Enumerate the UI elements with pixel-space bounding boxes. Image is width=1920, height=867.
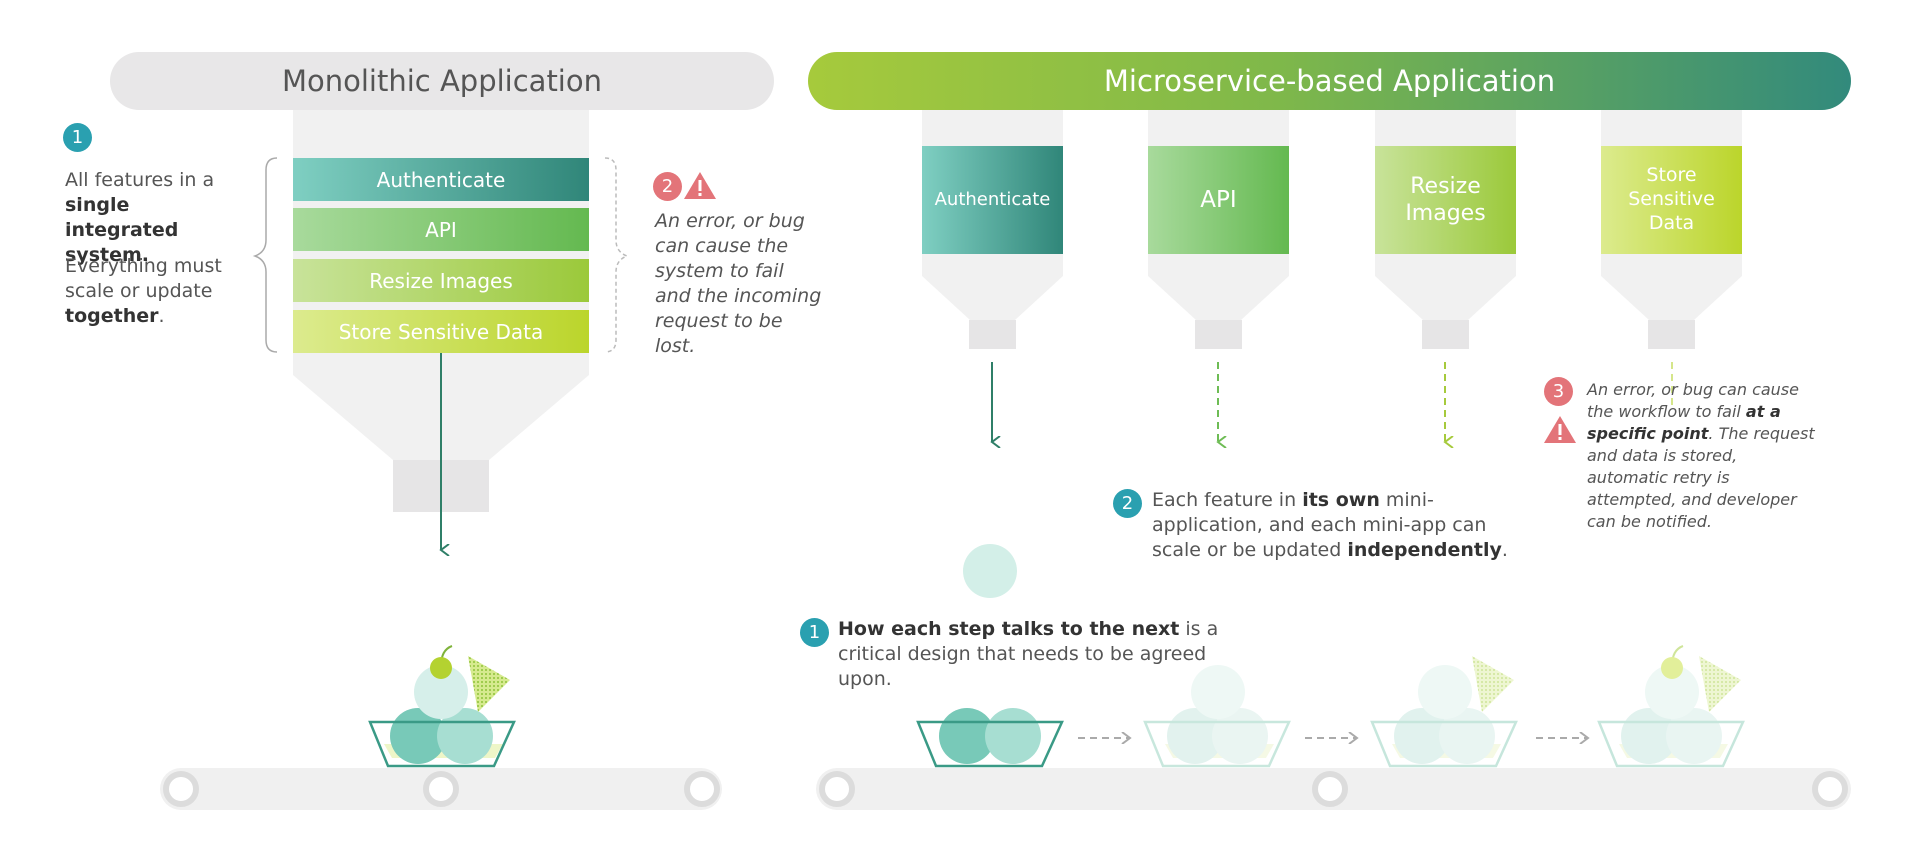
module-api: API bbox=[293, 208, 589, 251]
monolith-title: Monolithic Application bbox=[110, 52, 774, 110]
micro-note-communication: How each step talks to the next is a cri… bbox=[838, 618, 1219, 690]
micro-note-error: An error, or bug can cause the workflow … bbox=[1587, 380, 1815, 531]
step-badge: 1 bbox=[800, 618, 829, 647]
micro-note-independent: Each feature in its own mini-application… bbox=[1152, 489, 1508, 561]
step-badge: 1 bbox=[63, 123, 92, 152]
module-resize-images: Resize Images bbox=[293, 259, 589, 302]
service-authenticate: Authenticate bbox=[922, 146, 1063, 254]
service-resize-images: Resize Images bbox=[1375, 146, 1516, 254]
step-badge: 2 bbox=[653, 172, 682, 201]
step-badge: 2 bbox=[1113, 489, 1142, 518]
service-api: API bbox=[1148, 146, 1289, 254]
monolith-note-features: All features in a single integrated syst… bbox=[65, 169, 215, 266]
step-badge: 3 bbox=[1544, 377, 1573, 406]
module-authenticate: Authenticate bbox=[293, 158, 589, 201]
module-store-sensitive-data: Store Sensitive Data bbox=[293, 310, 589, 353]
microservice-title: Microservice-based Application bbox=[808, 52, 1851, 110]
service-store-sensitive-data: Store Sensitive Data bbox=[1601, 146, 1742, 254]
warning-icon bbox=[1544, 416, 1576, 443]
warning-icon bbox=[684, 172, 716, 199]
monolith-note-error: An error, or bug can cause the system to… bbox=[655, 210, 822, 357]
monolith-note-scale: Everything must scale or update together… bbox=[65, 255, 222, 327]
